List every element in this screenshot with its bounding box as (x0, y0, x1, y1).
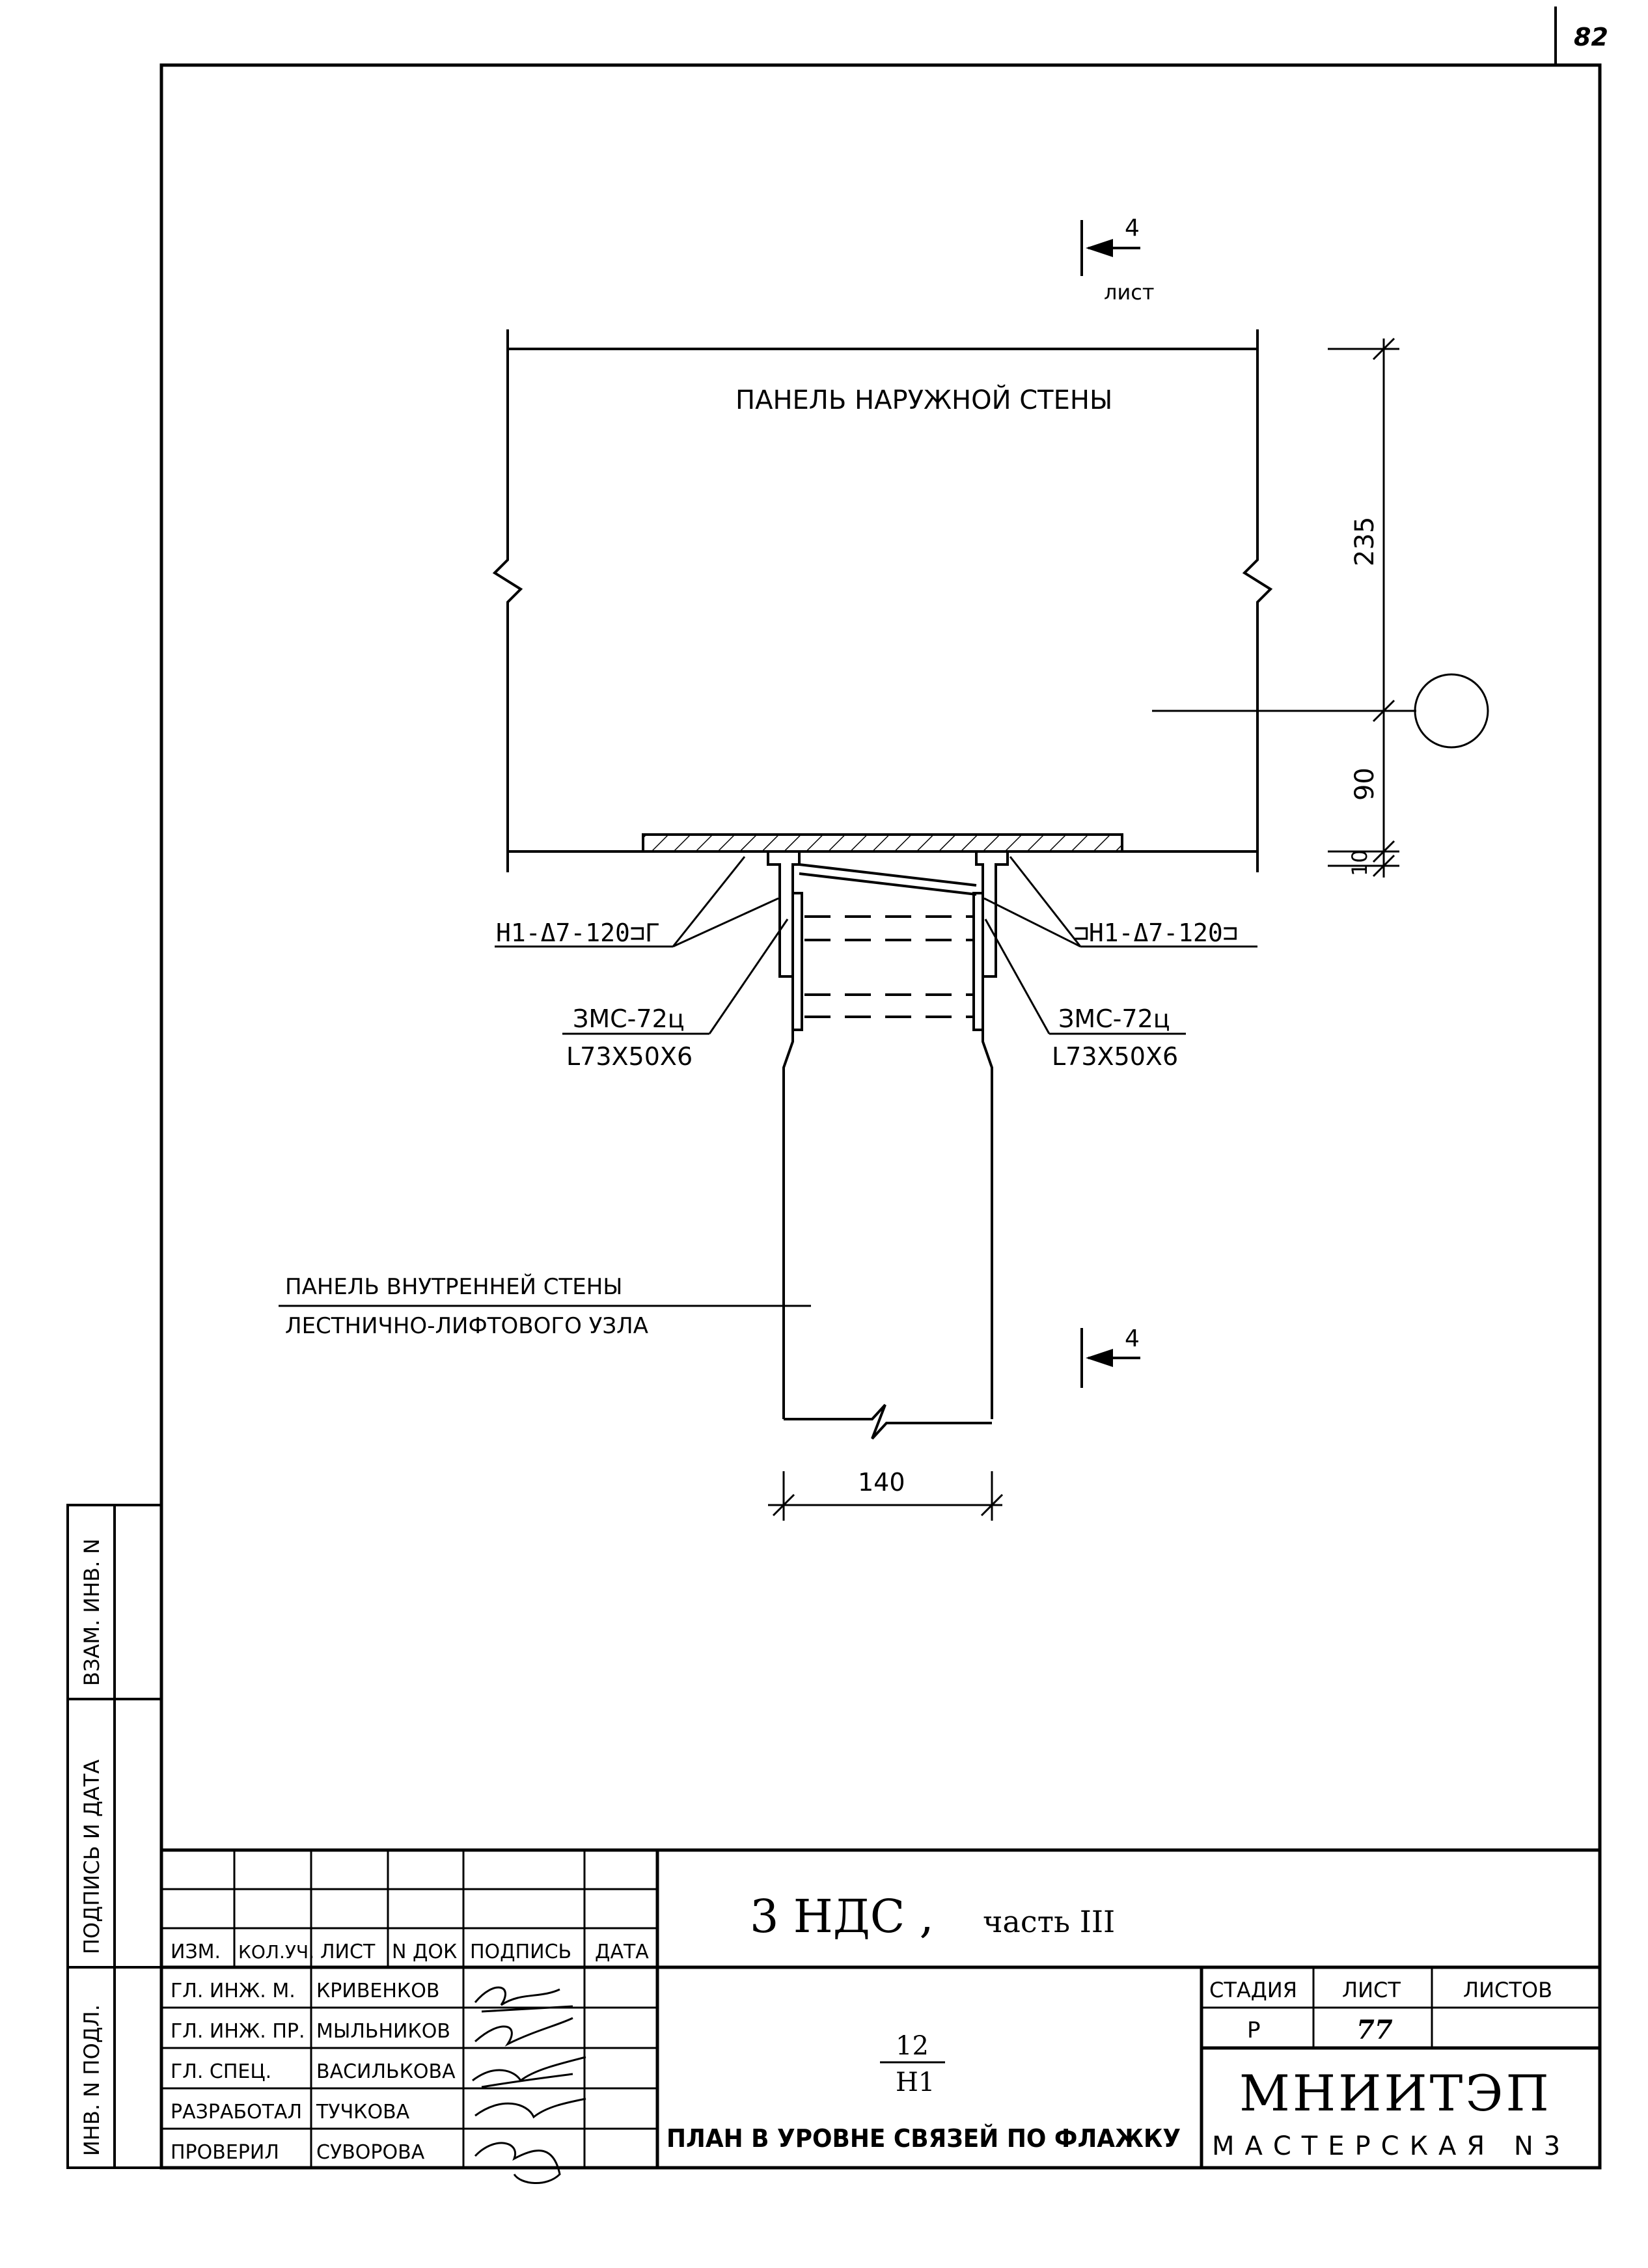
sheet-number: 82 (1574, 23, 1608, 51)
connection-angles (767, 851, 1009, 978)
dim-235: 235 (1350, 517, 1380, 566)
role-2: ГЛ. СПЕЦ. (171, 2060, 271, 2083)
role-4: ПРОВЕРИЛ (171, 2141, 279, 2164)
section-mark-top: 4 лист (1080, 215, 1154, 305)
name-4: СУВОРОВА (316, 2141, 425, 2164)
weld-label-right: ⊐Н1-Δ7-120⊐ (1074, 919, 1238, 947)
header-kol-uch: КОЛ.УЧ. (238, 1941, 314, 1963)
section-mark-top-number: 4 (1125, 215, 1140, 242)
name-2: ВАСИЛЬКОВА (316, 2060, 456, 2083)
title-block-grid (159, 1848, 1602, 2170)
signatures (472, 1986, 586, 2184)
stage-value: Р (1247, 2017, 1261, 2043)
role-0: ГЛ. ИНЖ. М. (171, 1980, 295, 2002)
inner-panel-label-1: ПАНЕЛЬ ВНУТРЕННЕЙ СТЕНЫ (285, 1273, 622, 1300)
part-right-bottom: L73X50X6 (1052, 1042, 1178, 1071)
header-podpis: ПОДПИСЬ (470, 1941, 571, 1963)
side-stamp-podpis-data: ПОДПИСЬ И ДАТА (79, 1760, 104, 1954)
organization-name: МНИИТЭП (1239, 2064, 1552, 2122)
section-mark-top-sub: лист (1104, 280, 1154, 305)
header-data: ДАТА (595, 1941, 649, 1963)
header-list: ЛИСТ (320, 1941, 376, 1963)
part-left-top: ЗМС-72ц (573, 1004, 685, 1033)
section-mark-bottom: 4 (1080, 1325, 1140, 1388)
side-stamp-vzam-inv: ВЗАМ. ИНВ. N (79, 1538, 104, 1686)
node-denominator: Н1 (896, 2067, 935, 2097)
horizontal-dimension (768, 1471, 1004, 1521)
outer-panel-label: ПАНЕЛЬ НАРУЖНОЙ СТЕНЫ (735, 384, 1112, 415)
sheet-title: ПЛАН В УРОВНЕ СВЯЗЕЙ ПО ФЛАЖКУ (666, 2124, 1181, 2153)
name-0: КРИВЕНКОВ (316, 1980, 439, 2002)
dim-90: 90 (1350, 768, 1380, 801)
project-title: 3 НДС , (750, 1890, 934, 1943)
anchor-bars (804, 915, 972, 1018)
role-3: РАЗРАБОТАЛ (171, 2101, 302, 2123)
name-1: МЫЛЬНИКОВ (316, 2020, 450, 2043)
leader-lines (279, 856, 1257, 1307)
sheet-value: 77 (1356, 2015, 1393, 2045)
section-mark-bottom-number: 4 (1125, 1325, 1140, 1352)
part-left-bottom: L73X50X6 (566, 1042, 693, 1071)
vertical-dimension (1152, 337, 1416, 878)
inner-panel-label-2: ЛЕСТНИЧНО-ЛИФТОВОГО УЗЛА (285, 1313, 648, 1339)
node-numerator: 12 (896, 2031, 929, 2061)
dim-140: 140 (858, 1468, 905, 1497)
part-right-top: ЗМС-72ц (1058, 1004, 1170, 1033)
sheets-label: ЛИСТОВ (1463, 1978, 1552, 2002)
stage-label: СТАДИЯ (1209, 1978, 1297, 2002)
side-stamp-inv-podl: ИНВ. N ПОДЛ. (79, 2004, 104, 2156)
axis-bubble (1414, 673, 1489, 749)
embedded-plate (642, 833, 1123, 853)
header-izm: ИЗМ. (171, 1941, 221, 1963)
sheet-label: ЛИСТ (1342, 1978, 1401, 2002)
side-stamp (66, 1504, 163, 2169)
dim-10: 10 (1347, 850, 1372, 876)
header-n-dok: N ДОК (392, 1941, 457, 1963)
name-3: ТУЧКОВА (316, 2101, 410, 2123)
inner-wall-panel (782, 885, 993, 1440)
workshop-name: МАСТЕРСКАЯ N3 (1212, 2131, 1571, 2161)
role-1: ГЛ. ИНЖ. ПР. (171, 2020, 305, 2043)
project-part: часть III (983, 1904, 1115, 1939)
weld-label-left: Н1-Δ7-120⊐Γ (496, 919, 660, 947)
